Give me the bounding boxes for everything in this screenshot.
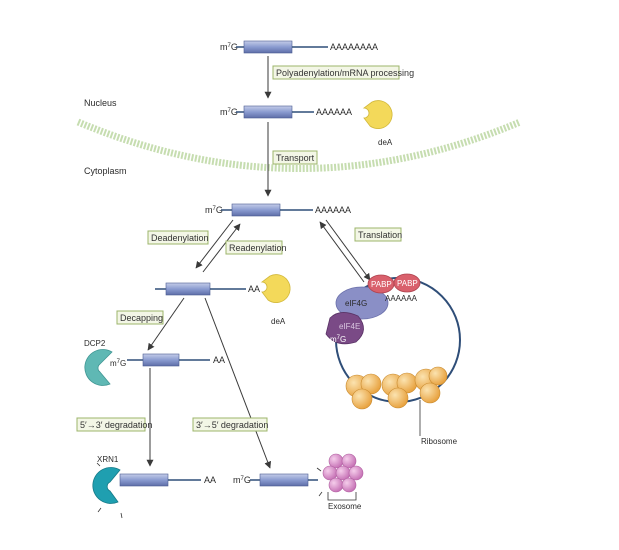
translation-step-label: Translation xyxy=(358,230,402,240)
deadenylase-cytoplasm-icon xyxy=(260,274,291,303)
cap-label: m7G xyxy=(110,359,126,368)
pabp-label: PABP xyxy=(397,279,418,288)
deadenylase-nucleus-label: deA xyxy=(378,138,393,147)
cap-label: m7G xyxy=(220,107,238,117)
translation-arrow-forward xyxy=(325,219,371,281)
dcp2-enzyme-icon xyxy=(84,349,113,386)
xrn1-enzyme-icon xyxy=(92,467,121,504)
transport-step-box xyxy=(272,150,318,165)
translation-step-box xyxy=(354,227,402,242)
nucleus-label: Nucleus xyxy=(84,98,117,108)
degradation-5to3-step-box xyxy=(76,417,146,432)
pabp-label: PABP xyxy=(371,280,392,289)
polya-tail-label: AA xyxy=(248,284,260,294)
degradation-3to5-step-box xyxy=(192,417,268,432)
mrna-decapped: m7G AA xyxy=(110,353,225,368)
decapping-arrow xyxy=(147,297,185,351)
nucleus-region xyxy=(78,0,520,170)
cytoplasm-label: Cytoplasm xyxy=(84,166,127,176)
polya-tail-label: AAAAAAAA xyxy=(330,42,378,52)
cap-label: m7G xyxy=(205,205,223,215)
nuclear-envelope xyxy=(76,118,522,172)
decapping-step-box xyxy=(116,310,164,325)
mrna-3to5-degradation: m7G xyxy=(233,473,318,487)
polya-tail-label: AA xyxy=(213,355,225,365)
ribosome-icon xyxy=(345,373,382,410)
ribosome-label: Ribosome xyxy=(421,437,458,446)
cap-label: m7G xyxy=(330,335,346,344)
eif4e-icon xyxy=(325,312,364,345)
mrna-cytoplasmic: m7G AAAAAA xyxy=(205,203,351,217)
cap-label: m7G xyxy=(233,475,251,485)
cap-label: m7G xyxy=(220,42,238,52)
polya-tail-label: AAAAAA xyxy=(316,107,352,117)
readenylation-step-label: Readenylation xyxy=(229,243,287,253)
mrna-nuclear-precursor: m7G AAAAAAAA xyxy=(220,40,378,54)
ribosome-icon xyxy=(414,366,448,404)
pabp-icon xyxy=(393,273,421,293)
deadenylase-cytoplasm-label: deA xyxy=(271,317,286,326)
degradation-5to3-step-label: 5′→3′ degradation xyxy=(80,420,152,430)
eif4g-icon xyxy=(335,286,389,320)
mrna-5to3-degradation: AA xyxy=(119,473,216,487)
eif4e-label: eIF4E xyxy=(339,322,360,331)
decapping-step-label: Decapping xyxy=(120,313,163,323)
deadenylase-nucleus-icon xyxy=(362,100,393,129)
translation-complex: eIF4G eIF4E m7G PABP PABP AAAAAA Ribosom… xyxy=(325,273,461,446)
exosome-label: Exosome xyxy=(328,502,362,511)
exosome-complex-icon xyxy=(322,453,364,501)
readenylation-step-box xyxy=(225,240,283,255)
polya-tail-label: AAAAAA xyxy=(385,294,418,303)
ribosome-icon xyxy=(381,372,418,409)
deadenylation-step-box xyxy=(147,230,209,245)
polya-tail-label: AA xyxy=(204,475,216,485)
eif4g-label: eIF4G xyxy=(345,299,367,308)
translation-arrow-back xyxy=(319,221,365,283)
deadenylation-arrow xyxy=(195,219,234,269)
degradation-3to5-step-label: 3′→5′ degradation xyxy=(196,420,268,430)
deadenylation-step-label: Deadenylation xyxy=(151,233,209,243)
mrna-deadenylated: AA xyxy=(155,282,260,296)
polya-tail-label: AAAAAA xyxy=(315,205,351,215)
mrna-nuclear-processed: m7G AAAAAA xyxy=(220,105,352,119)
degradation-3to5-arrow xyxy=(204,297,272,469)
xrn1-label: XRN1 xyxy=(97,455,119,464)
readenylation-arrow xyxy=(202,223,241,273)
transport-step-label: Transport xyxy=(276,153,315,163)
dcp2-label: DCP2 xyxy=(84,339,106,348)
polyadenylation-step-label: Polyadenylation/mRNA processing xyxy=(276,68,414,78)
polyadenylation-step-box xyxy=(272,65,400,80)
